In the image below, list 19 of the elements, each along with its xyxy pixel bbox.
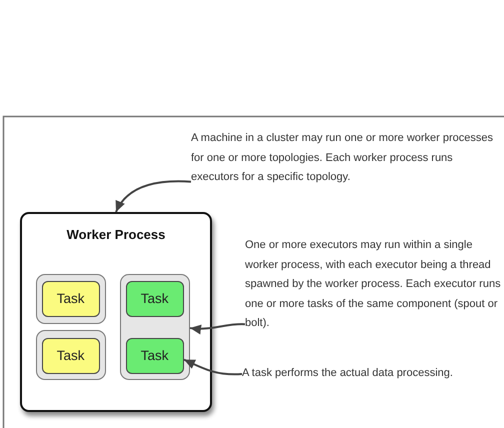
executor-box bbox=[36, 274, 106, 324]
task-label: Task bbox=[140, 348, 169, 364]
box-title: Worker Process bbox=[66, 227, 166, 242]
executor-box bbox=[120, 274, 190, 380]
task-label: Task bbox=[56, 291, 85, 306]
annotation-text: A machine in a cluster may run one or more worker processes for one or more topologies. Each worker process runs executors for a specific topology. bbox=[191, 129, 499, 191]
executor-box bbox=[36, 330, 106, 380]
curved-arrow bbox=[184, 358, 242, 376]
annotation-text: A task performs the actual data processing. bbox=[242, 364, 492, 384]
task-box bbox=[42, 338, 100, 374]
curved-arrow bbox=[115, 180, 192, 212]
task-label: Task bbox=[140, 291, 169, 306]
curved-arrow bbox=[190, 323, 246, 334]
task-box bbox=[126, 280, 184, 317]
worker-process-box bbox=[20, 212, 212, 412]
task-box bbox=[126, 338, 184, 374]
task-label: Task bbox=[56, 348, 85, 364]
annotation-text: One or more executors may run within a single worker process, with each executor being a thread spawned by the worker process. Each executor runs one or more tasks of the same component (spout or bolt). bbox=[245, 236, 503, 334]
task-box bbox=[42, 280, 100, 317]
